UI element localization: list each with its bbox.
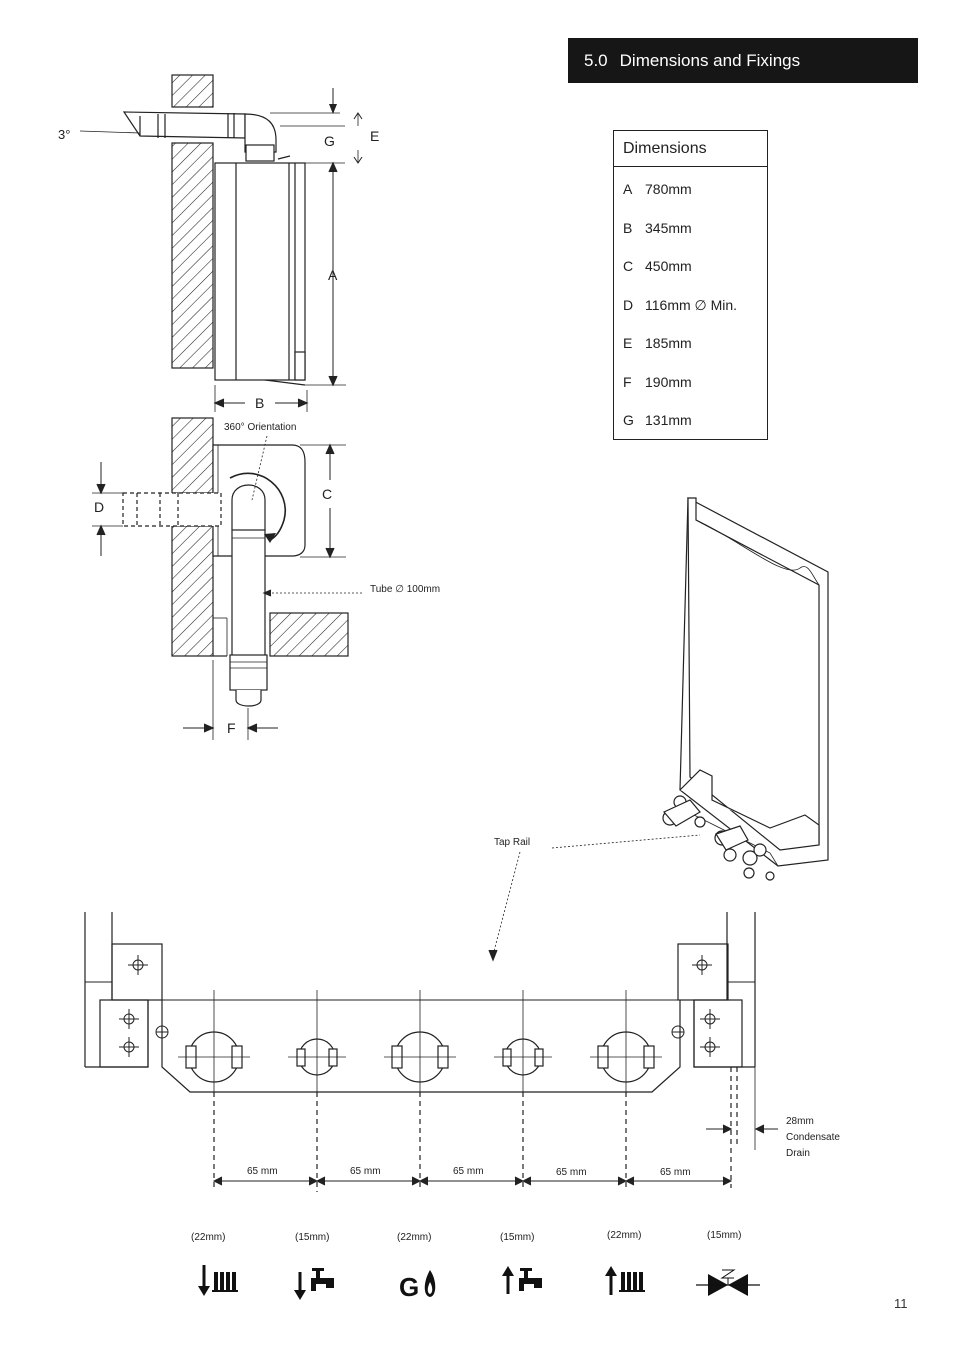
spacing-label: 65 mm xyxy=(350,1166,381,1177)
dimension-label-d: D xyxy=(94,499,104,515)
dimensions-table: Dimensions A 780mm B 345mm C 450mm D 116mm ∅… xyxy=(613,130,768,440)
heating-return-icon xyxy=(605,1266,645,1295)
dimension-value: 450mm xyxy=(645,258,692,274)
dimension-key: B xyxy=(623,220,633,236)
connection-size: (15mm) xyxy=(707,1230,741,1241)
page-number: 11 xyxy=(894,1296,908,1311)
spacing-label: 65 mm xyxy=(453,1166,484,1177)
dimension-row: F 190mm xyxy=(623,374,692,390)
dimension-label-b: B xyxy=(255,395,264,411)
wall-section xyxy=(171,142,214,369)
dimension-key: C xyxy=(623,258,634,274)
tap-rail-label: Tap Rail xyxy=(494,837,530,848)
condensate-label: Drain xyxy=(786,1148,810,1159)
top-view-drawing xyxy=(92,417,362,740)
dimension-row: D 116mm ∅ Min. xyxy=(623,297,737,314)
dimension-key: F xyxy=(623,374,632,390)
orientation-label: 360° Orientation xyxy=(224,422,296,433)
dimension-value: 185mm xyxy=(645,335,692,351)
dimension-row: G 131mm xyxy=(623,412,692,428)
hot-water-outlet-icon xyxy=(294,1268,334,1300)
dimension-value: 190mm xyxy=(645,374,692,390)
section-title: Dimensions and Fixings xyxy=(619,51,801,70)
condensate-label: Condensate xyxy=(786,1132,840,1143)
dimension-value: 131mm xyxy=(645,412,692,428)
wall-bracket-drawing xyxy=(488,497,829,962)
dimension-row: E 185mm xyxy=(623,335,692,351)
spacing-label: 65 mm xyxy=(556,1167,587,1178)
dimension-row: A 780mm xyxy=(623,181,692,197)
wall-section xyxy=(171,74,214,108)
dimension-label-c: C xyxy=(322,486,332,502)
heating-flow-icon xyxy=(198,1265,238,1296)
spacing-label: 65 mm xyxy=(660,1167,691,1178)
dimension-key: E xyxy=(623,335,633,351)
tap-rail-detail xyxy=(84,912,778,1192)
dimension-row: C 450mm xyxy=(623,258,692,274)
tube-label: Tube ∅ 100mm xyxy=(370,584,440,595)
condensate-label: 28mm xyxy=(786,1116,814,1127)
dimension-key: G xyxy=(623,412,634,428)
dimension-key: A xyxy=(623,181,633,197)
section-number: 5.0 xyxy=(584,51,608,70)
svg-text:G: G xyxy=(399,1272,419,1302)
section-header: 5.0 Dimensions and Fixings xyxy=(568,38,918,83)
dimension-row: B 345mm xyxy=(623,220,692,236)
dimension-value: 780mm xyxy=(645,181,692,197)
connection-size: (15mm) xyxy=(295,1232,329,1243)
connection-size: (22mm) xyxy=(607,1230,641,1241)
cold-water-inlet-icon xyxy=(502,1266,542,1294)
side-view-drawing xyxy=(79,74,363,412)
connection-size: (22mm) xyxy=(191,1232,225,1243)
connection-size: (22mm) xyxy=(397,1232,431,1243)
dimension-label-a: A xyxy=(328,267,338,283)
safety-valve-icon xyxy=(696,1269,760,1296)
dimension-label-g: G xyxy=(324,133,335,149)
gas-icon: G xyxy=(399,1270,436,1302)
dimension-value: 345mm xyxy=(645,220,692,236)
dimension-value: 116mm ∅ Min. xyxy=(645,297,738,313)
dimension-key: D xyxy=(623,297,634,313)
angle-label: 3° xyxy=(58,127,70,142)
dimension-label-f: F xyxy=(227,720,236,736)
dimensions-table-title: Dimensions xyxy=(614,131,767,167)
spacing-label: 65 mm xyxy=(247,1166,278,1177)
connection-size: (15mm) xyxy=(500,1232,534,1243)
dimension-label-e: E xyxy=(370,128,379,144)
